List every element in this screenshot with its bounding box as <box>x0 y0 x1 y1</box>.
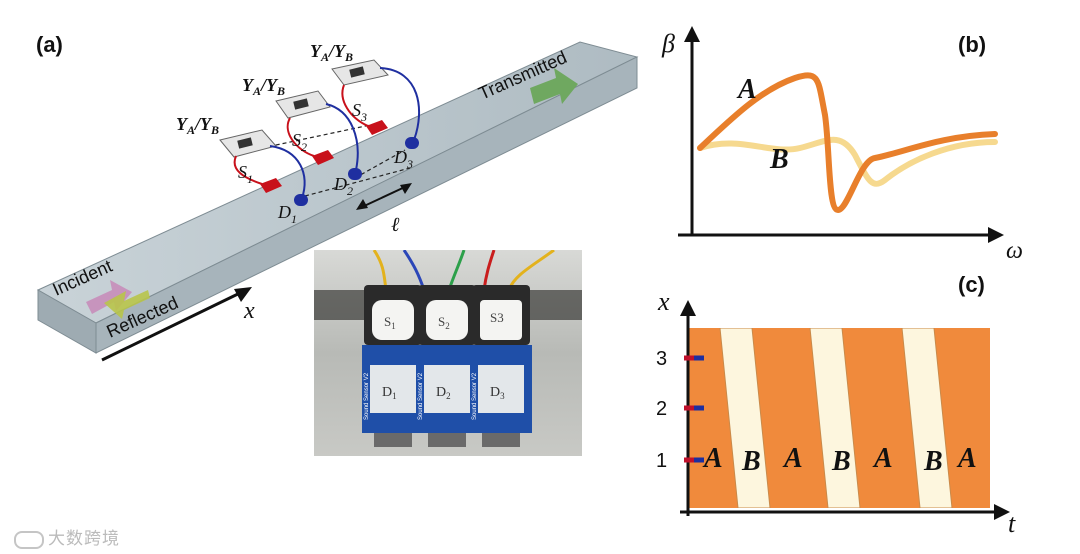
spacing-label: ℓ <box>391 214 400 236</box>
transmitted-arrow <box>530 68 578 104</box>
photo-board-1 <box>362 285 424 447</box>
band-label-B-2: B <box>831 446 851 477</box>
band-label-A-1: A <box>702 443 723 474</box>
module-label-2: YA/YB <box>242 75 285 98</box>
photo-speaker-label-2: S2 <box>438 314 450 331</box>
watermark-logo-icon <box>14 530 44 549</box>
tick-label-2: 2 <box>656 398 667 420</box>
module-label-3: YA/YB <box>310 41 353 64</box>
band-label-A-3: A <box>872 443 893 474</box>
experiment-photo: S1 S2 S3 D1 D2 D3 Sound Sensor V2 Sound … <box>314 250 582 456</box>
band-B-2 <box>809 328 861 508</box>
x-axis-label-omega: ω <box>1006 238 1023 260</box>
sensor-module-2 <box>275 90 362 180</box>
sensor-module-1 <box>219 129 308 206</box>
tick-label-3: 3 <box>656 348 667 370</box>
x-axis-label: x <box>243 298 255 324</box>
y-axis-label-beta: β <box>661 29 675 58</box>
sensor-module-3 <box>331 59 421 149</box>
panel-c-spacetime-plot: 3 2 1 x t A B A B A B A <box>656 287 1016 538</box>
band-label-B-3: B <box>923 446 943 477</box>
photo-speaker-label-3: S3 <box>490 310 504 325</box>
band-B-3 <box>901 328 953 508</box>
panel-c-label: (c) <box>958 272 985 297</box>
watermark: 大数跨境 <box>14 524 120 549</box>
board-text-3: Sound Sensor V2 <box>472 372 478 420</box>
band-label-B-1: B <box>741 446 761 477</box>
band-label-A-4: A <box>956 443 977 474</box>
panel-b-dispersion-plot: β ω A B <box>661 26 1023 260</box>
reflected-arrow <box>104 290 150 319</box>
watermark-text: 大数跨境 <box>48 529 120 548</box>
curve-B <box>697 136 998 187</box>
board-text-2: Sound Sensor V2 <box>418 372 424 420</box>
photo-board-3 <box>470 285 532 447</box>
speaker-label-1: S1 <box>238 162 253 186</box>
panel-b-label: (b) <box>958 32 987 57</box>
y-axis-label-x: x <box>657 287 670 316</box>
x-axis-arrow <box>101 290 243 362</box>
x-axis-label-t: t <box>1008 509 1016 538</box>
band-B-1 <box>719 328 771 508</box>
board-text-1: Sound Sensor V2 <box>364 372 370 420</box>
curve-B-label: B <box>769 144 789 175</box>
band-label-A-2: A <box>782 443 803 474</box>
photo-speaker-label-1: S1 <box>384 314 396 331</box>
tick-label-1: 1 <box>656 450 667 472</box>
speaker-label-2: S2 <box>292 130 307 154</box>
curve-A <box>697 72 998 214</box>
spacing-arrow <box>361 185 408 208</box>
panel-a-label: (a) <box>36 32 63 57</box>
module-label-1: YA/YB <box>176 114 219 137</box>
panel-a-diagram: Incident Reflected Transmitted x ℓ YA/YB… <box>36 41 639 362</box>
photo-board-2 <box>416 285 478 447</box>
curve-A-label: A <box>736 74 757 105</box>
